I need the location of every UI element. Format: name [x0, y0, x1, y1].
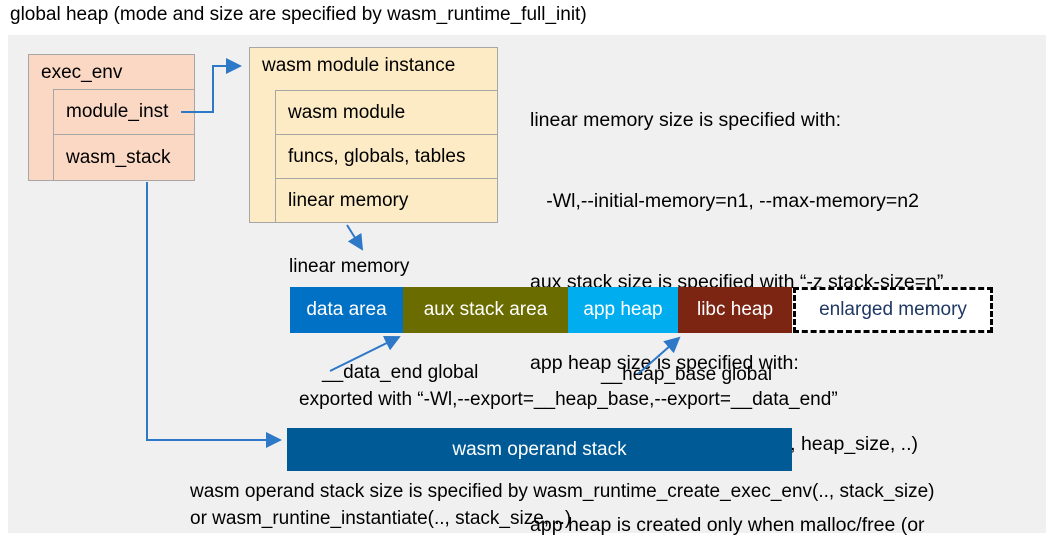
note-line: or wasm_runtine_instantiate(.., stack_si…	[190, 508, 572, 529]
module-instance-row-linear-memory: linear memory	[275, 178, 498, 223]
module-instance-row-wasm-module: wasm module	[275, 90, 498, 135]
wasm-stack-label: wasm_stack	[66, 146, 171, 168]
exec-env-row-wasm-stack: wasm_stack	[53, 134, 195, 181]
funcs-globals-tables-label: funcs, globals, tables	[288, 145, 466, 167]
note-line: wasm operand stack size is specified by …	[190, 481, 935, 502]
segment-libc-heap: libc heap	[678, 287, 792, 333]
note-line: -Wl,--initial-memory=n1, --max-memory=n2	[530, 190, 919, 212]
module-inst-label: module_inst	[66, 101, 169, 122]
segment-app-heap: app heap	[568, 287, 678, 333]
module-instance-label: wasm module instance	[262, 55, 456, 76]
wasm-operand-stack-bar: wasm operand stack	[287, 428, 792, 471]
linear-memory-row-label: linear memory	[288, 189, 409, 211]
linear-memory-bar: data area aux stack area app heap libc h…	[290, 287, 993, 333]
wasm-operand-stack-label: wasm operand stack	[452, 438, 627, 460]
linear-memory-bar-title: linear memory	[289, 256, 410, 277]
module-instance-row-funcs-globals-tables: funcs, globals, tables	[275, 134, 498, 179]
data-end-global-label: __data_end global	[322, 362, 479, 383]
heap-base-global-label: __heap_base global	[601, 364, 773, 385]
operand-stack-notes: wasm operand stack size is specified by …	[190, 478, 935, 532]
diagram-title: global heap (mode and size are specified…	[10, 4, 587, 25]
exec-env-row-module-inst: module_inst	[53, 89, 195, 135]
segment-enlarged-memory: enlarged memory	[793, 287, 993, 333]
exec-env-label: exec_env	[41, 62, 123, 83]
exported-flags-label: exported with “-Wl,--export=__heap_base,…	[299, 389, 838, 410]
segment-data-area: data area	[290, 287, 403, 333]
wasm-module-label: wasm module	[288, 101, 406, 123]
note-line: linear memory size is specified with:	[530, 109, 842, 131]
note-line: app heap is created only when malloc/fre…	[530, 514, 925, 536]
segment-aux-stack-area: aux stack area	[403, 287, 568, 333]
